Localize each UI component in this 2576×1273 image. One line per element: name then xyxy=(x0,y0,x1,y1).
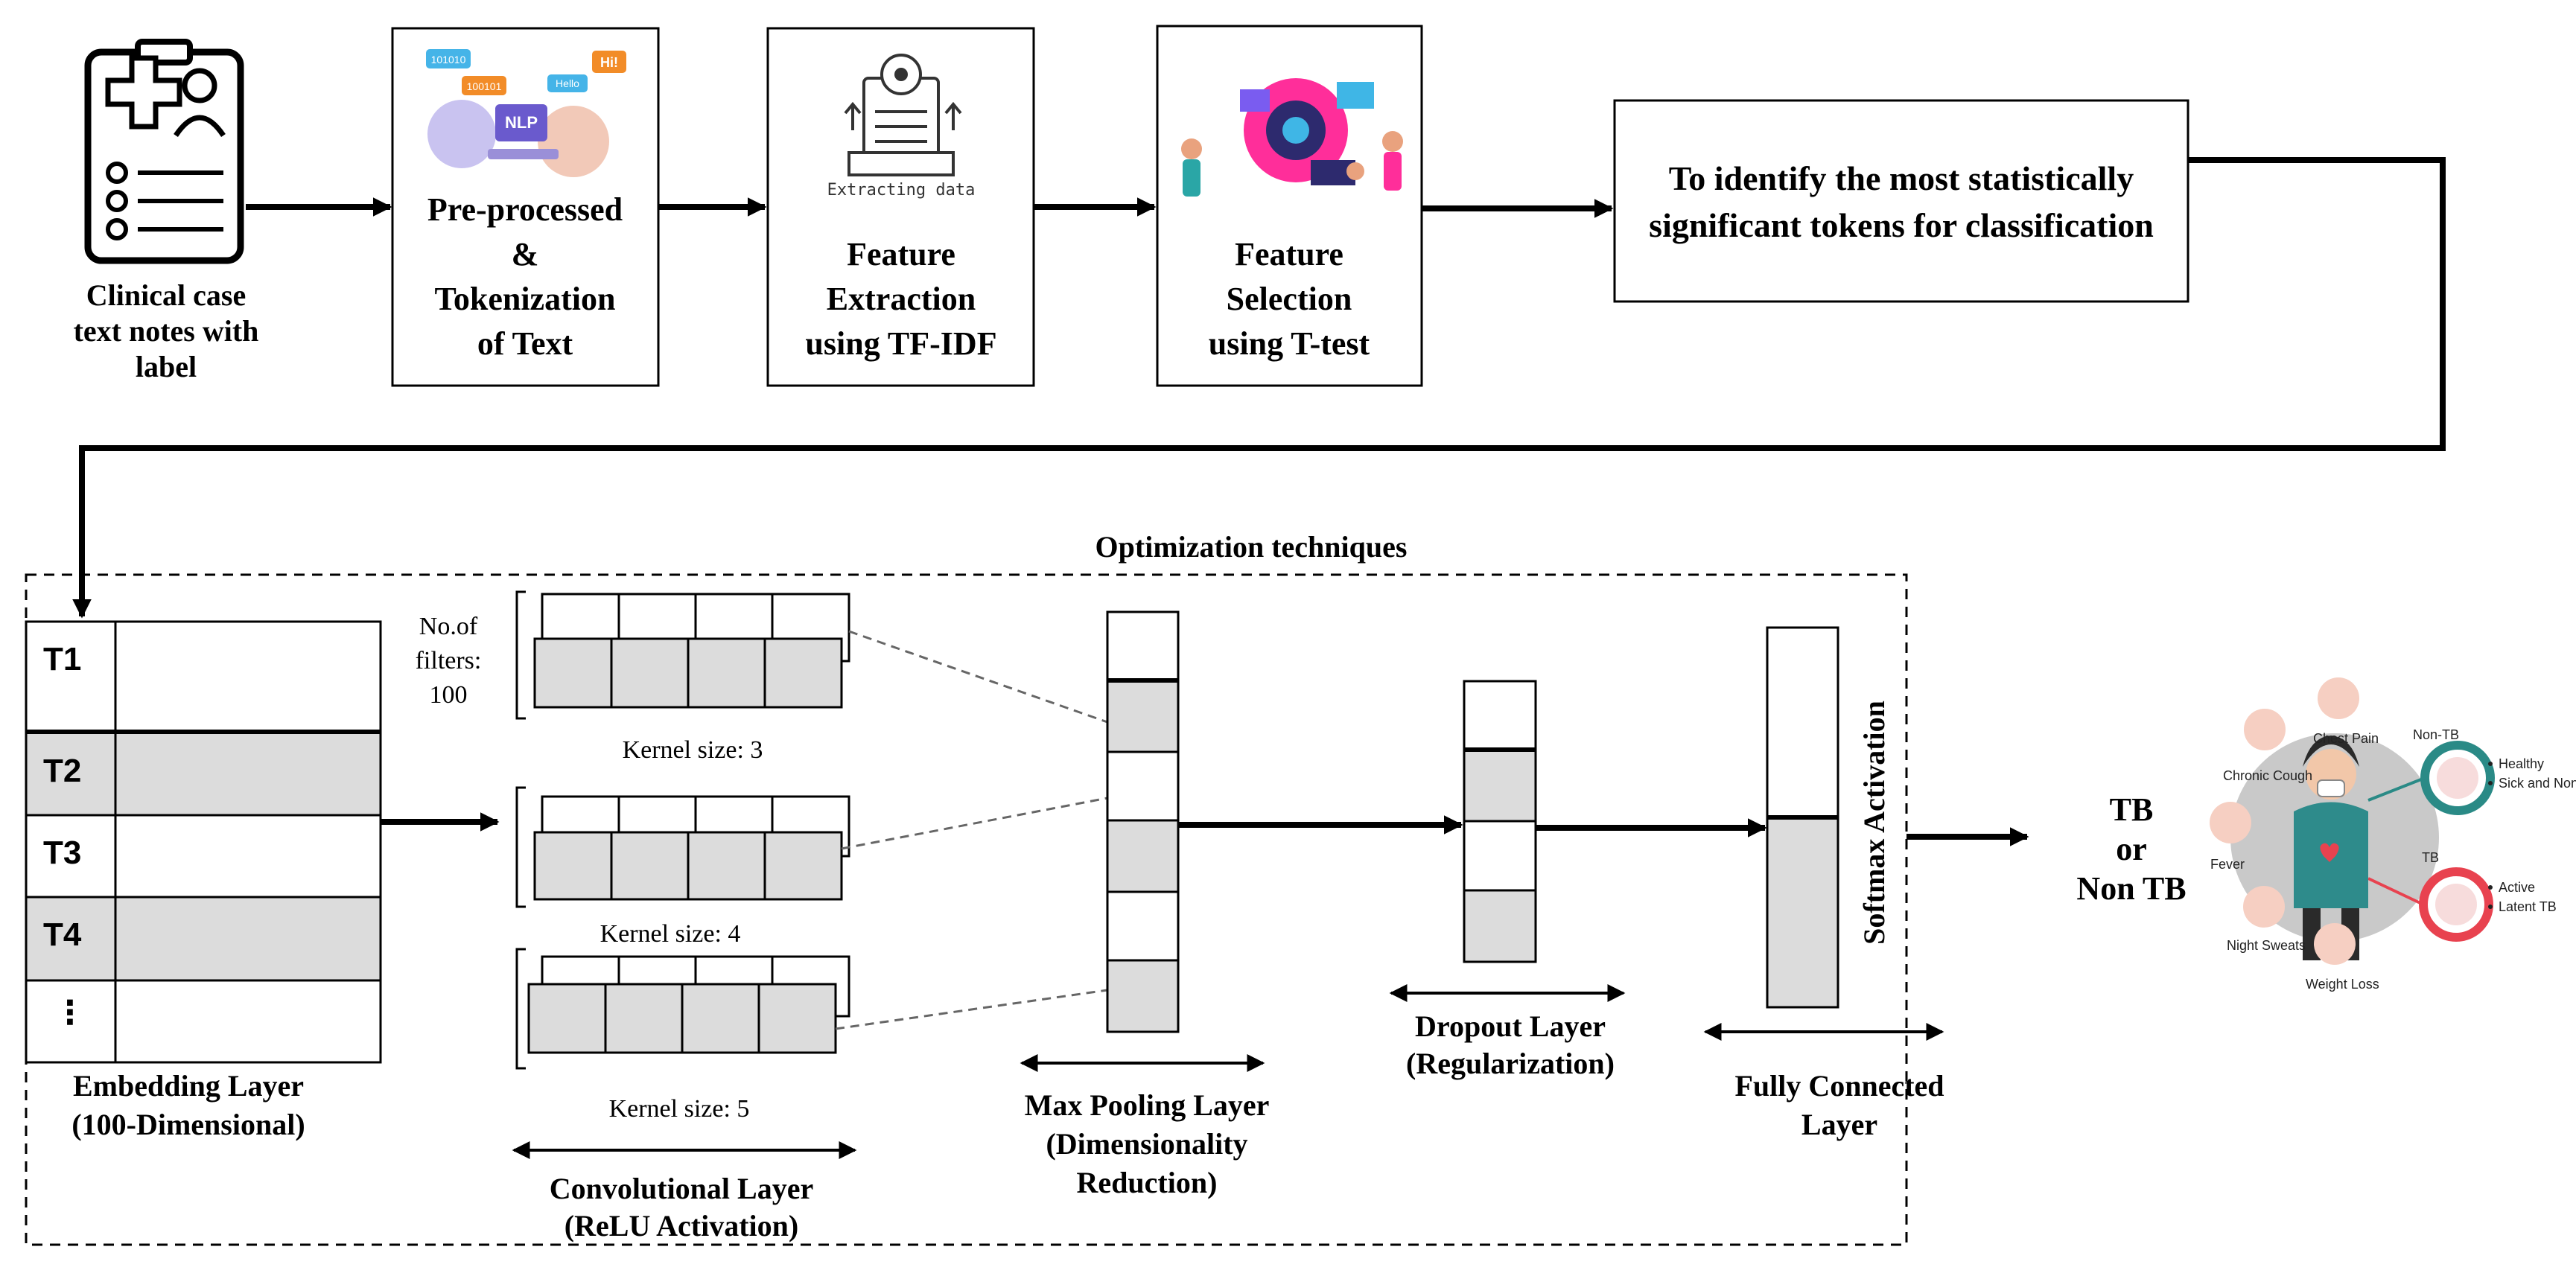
step-line: of Text xyxy=(477,325,573,362)
embedding-row-label: T2 xyxy=(43,753,81,789)
goal-line: To identify the most statistically xyxy=(1669,159,2134,197)
non-tb-item: Healthy xyxy=(2499,756,2544,771)
non-tb-item: Sick and Non-TB xyxy=(2499,776,2576,791)
embedding-row-label: T1 xyxy=(43,641,81,677)
filters-line: filters: xyxy=(416,647,482,674)
input-label-line: label xyxy=(136,350,197,383)
optimization-dashed-box xyxy=(25,573,1908,1246)
symptom-label: Weight Loss xyxy=(2306,977,2379,992)
title-line: Reduction) xyxy=(1077,1166,1218,1199)
fully-connected-column xyxy=(1766,626,1839,1009)
title-line: (Dimensionality xyxy=(1046,1127,1247,1161)
step-selection-label: Feature Selection using T-test xyxy=(1209,236,1370,362)
nlp-icon-text: 100101 xyxy=(467,80,502,92)
nlp-chatbot-icon: NLP Hi! 101010 100101 Hello xyxy=(426,49,626,177)
pooling-title: Max Pooling Layer (Dimensionality Reduct… xyxy=(1025,1088,1270,1199)
tb-item: Latent TB xyxy=(2499,899,2557,914)
chest-pain-icon xyxy=(2318,677,2359,719)
goal-box xyxy=(1613,99,2189,303)
extracting-data-caption: Extracting data xyxy=(827,181,976,200)
symptom-label: Chronic Cough xyxy=(2223,768,2312,783)
input-label-line: text notes with xyxy=(74,314,259,348)
conv-filter-k3 xyxy=(515,590,850,720)
night-sweats-icon xyxy=(2243,886,2285,928)
nlp-icon-text: 101010 xyxy=(431,54,466,66)
nlp-icon-text: Hello xyxy=(556,77,579,89)
embedding-row-label: T3 xyxy=(43,835,81,871)
symptom-label: Fever xyxy=(2210,857,2245,872)
output-line: TB xyxy=(2110,791,2154,828)
embedding-table: T1 T2 T3 T4 ⋮ xyxy=(25,620,382,1064)
filters-label: No.of filters: 100 xyxy=(416,613,482,709)
title-line: Convolutional Layer xyxy=(550,1172,813,1205)
step-line: Pre-processed xyxy=(427,191,623,228)
step-extraction-label: Feature Extraction using TF-IDF xyxy=(805,236,996,362)
lungs-icon xyxy=(2435,884,2477,925)
weight-loss-icon xyxy=(2314,923,2356,965)
step-line: Feature xyxy=(1235,236,1343,272)
title-line: Max Pooling Layer xyxy=(1025,1088,1270,1122)
filters-line: 100 xyxy=(430,681,468,709)
embedding-row-label: T4 xyxy=(43,916,82,953)
tb-illustration xyxy=(2210,677,2495,965)
title-line: Fully Connected xyxy=(1734,1069,1944,1103)
lungs-icon xyxy=(2437,757,2478,799)
softmax-label: Softmax Activation xyxy=(1857,701,1891,945)
embedding-title: Embedding Layer (100-Dimensional) xyxy=(71,1069,305,1141)
max-pooling-column xyxy=(1106,610,1180,1033)
title-line: Layer xyxy=(1801,1108,1877,1141)
nlp-icon-text: Hi! xyxy=(600,55,618,70)
illustration-bullets xyxy=(2488,762,2493,909)
step-line: Feature xyxy=(847,236,955,272)
symptom-label: Chest Pain xyxy=(2313,731,2379,746)
tb-title: TB xyxy=(2422,850,2439,865)
goal-label: To identify the most statistically signi… xyxy=(1649,159,2154,244)
title-line: (100-Dimensional) xyxy=(71,1108,305,1141)
optimization-label: Optimization techniques xyxy=(1095,530,1408,564)
output-label: TB or Non TB xyxy=(2076,791,2186,907)
data-analysis-people-icon xyxy=(1181,78,1403,197)
illustration-labels: Chest Pain Chronic Cough Fever Night Swe… xyxy=(2210,727,2576,992)
dropout-column xyxy=(1463,680,1537,963)
connector-arrow xyxy=(72,157,2446,619)
output-line: Non TB xyxy=(2076,870,2186,907)
projection-lines xyxy=(835,630,1108,1030)
step-line: & xyxy=(512,236,539,272)
tb-item: Active xyxy=(2499,880,2535,895)
step-preprocess-label: Pre-processed & Tokenization of Text xyxy=(427,191,623,362)
step-line: Tokenization xyxy=(435,281,616,317)
clipboard-patient-icon xyxy=(84,39,244,264)
input-label: Clinical case text notes with label xyxy=(74,278,259,383)
filters-line: No.of xyxy=(419,613,478,640)
input-label-line: Clinical case xyxy=(86,278,246,312)
extracting-data-icon: Extracting data xyxy=(827,54,976,200)
kernel-size-label: Kernel size: 3 xyxy=(623,736,763,764)
step-line: Extraction xyxy=(827,281,976,317)
symptom-label: Night Sweats xyxy=(2227,938,2306,953)
goal-line: significant tokens for classification xyxy=(1649,206,2154,244)
step-line: using TF-IDF xyxy=(805,325,996,362)
conv-filter-k4 xyxy=(515,786,850,908)
kernel-size-label: Kernel size: 4 xyxy=(600,920,741,948)
nlp-icon-text: NLP xyxy=(505,113,538,132)
title-line: (Regularization) xyxy=(1406,1047,1615,1080)
conv-title: Convolutional Layer (ReLU Activation) xyxy=(550,1172,813,1242)
dropout-title: Dropout Layer (Regularization) xyxy=(1406,1009,1615,1080)
non-tb-title: Non-TB xyxy=(2413,727,2459,742)
kernel-size-label: Kernel size: 5 xyxy=(609,1095,750,1123)
embedding-row-label: ⋮ xyxy=(54,995,86,1031)
step-line: Selection xyxy=(1227,281,1352,317)
dense-title: Fully Connected Layer xyxy=(1734,1069,1944,1141)
title-line: Dropout Layer xyxy=(1415,1009,1606,1043)
conv-filter-k5 xyxy=(515,948,850,1070)
step-line: using T-test xyxy=(1209,325,1370,362)
fever-icon xyxy=(2210,802,2251,843)
chronic-cough-icon xyxy=(2244,709,2286,750)
output-line: or xyxy=(2116,831,2147,867)
title-line: (ReLU Activation) xyxy=(565,1209,798,1242)
title-line: Embedding Layer xyxy=(73,1069,304,1103)
